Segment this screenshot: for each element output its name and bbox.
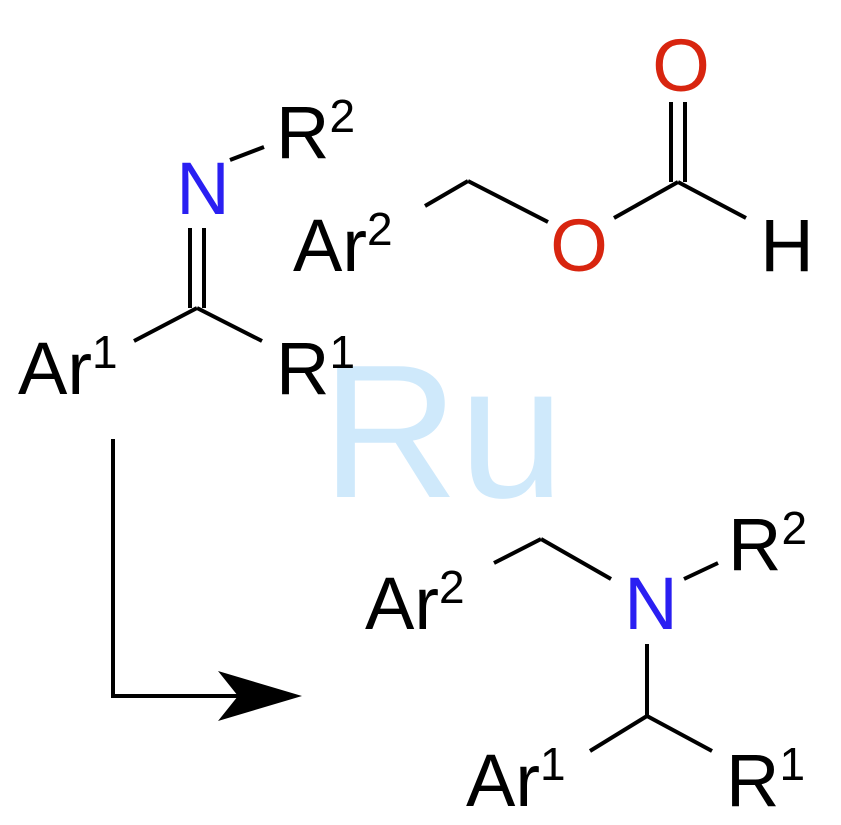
reaction-arrow-head — [218, 671, 302, 721]
imine-r1-label: R1 — [276, 326, 355, 410]
amine-ar1-label: Ar1 — [466, 738, 566, 822]
amine-structure: Ar2 N R2 Ar1 R1 — [365, 502, 807, 822]
formate-ar2-label: Ar2 — [293, 203, 393, 287]
amine-ch2-n-bond — [540, 537, 612, 581]
amine-r2-label: R2 — [728, 502, 807, 586]
formate-ester-oxygen-atom: O — [550, 204, 608, 287]
amine-r1-base: R — [726, 739, 779, 822]
formate-ar2-base: Ar — [293, 204, 367, 287]
formate-ar2-superscript: 2 — [367, 203, 393, 255]
amine-ar1-superscript: 1 — [540, 738, 566, 790]
amine-ar2-base: Ar — [365, 562, 439, 645]
imine-ar1-label: Ar1 — [18, 326, 118, 410]
formate-ar2-ch2-bond — [423, 179, 470, 208]
amine-n-r2-bond — [683, 561, 719, 581]
amine-ar2-label: Ar2 — [365, 561, 465, 645]
imine-ar1-base: Ar — [18, 327, 92, 410]
imine-c-ar1-bond — [133, 306, 198, 343]
imine-r2-superscript: 2 — [329, 90, 355, 142]
amine-ar2-superscript: 2 — [439, 561, 465, 613]
formate-ch2-o-bond — [467, 179, 549, 224]
reaction-arrow-shaft — [111, 439, 240, 698]
imine-nitrogen-atom: N — [176, 147, 229, 230]
amine-ar1-base: Ar — [466, 739, 540, 822]
amine-r2-superscript: 2 — [781, 502, 807, 554]
formate-structure: Ar2 O O H — [293, 24, 814, 287]
formate-c-h-bond — [677, 180, 747, 220]
formate-carbonyl-oxygen-atom: O — [652, 24, 710, 107]
imine-r1-base: R — [276, 327, 329, 410]
imine-structure: N R2 Ar1 R1 — [18, 90, 355, 410]
imine-r2-label: R2 — [276, 90, 355, 174]
imine-r2-base: R — [276, 91, 329, 174]
amine-r1-label: R1 — [726, 738, 805, 822]
amine-ar2-ch2-bond — [493, 537, 542, 565]
catalyst-label: Ru — [322, 326, 565, 538]
amine-nitrogen-atom: N — [624, 562, 677, 645]
formate-o-c-bond — [613, 180, 679, 220]
reaction-arrow — [111, 439, 302, 721]
imine-r1-superscript: 1 — [329, 326, 355, 378]
amine-r1-superscript: 1 — [779, 738, 805, 790]
amine-ch-ar1-bond — [588, 714, 649, 753]
formate-hydrogen-atom: H — [760, 204, 813, 287]
amine-ch-r1-bond — [646, 714, 713, 753]
imine-c-r1-bond — [196, 306, 263, 343]
amine-r2-base: R — [728, 503, 781, 586]
imine-ar1-superscript: 1 — [92, 326, 118, 378]
imine-n-r2-bond — [229, 145, 265, 162]
